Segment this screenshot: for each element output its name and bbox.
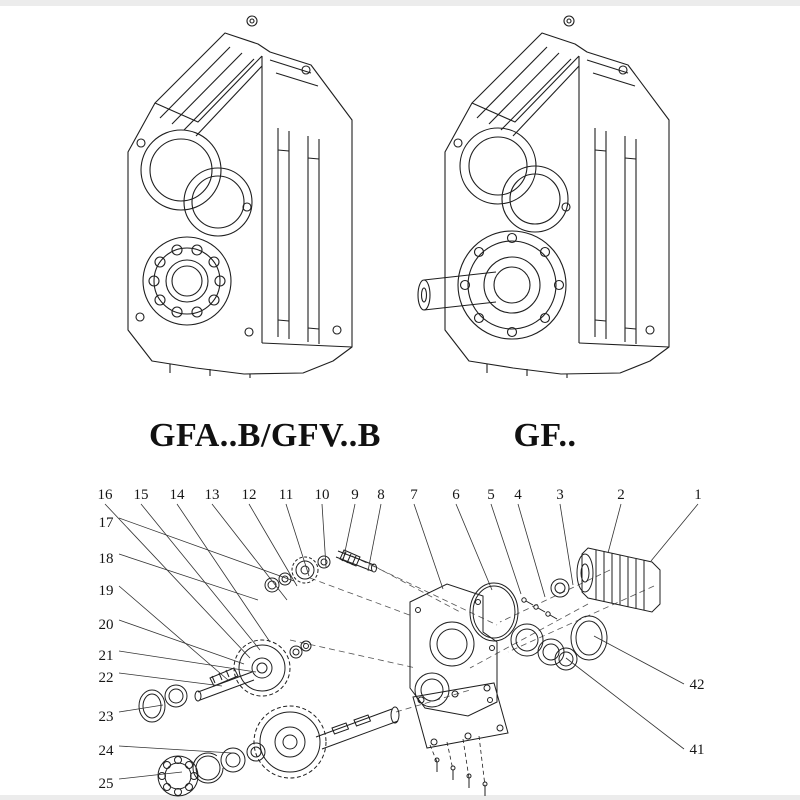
- callout-5: 5: [487, 487, 495, 503]
- callout-20: 20: [99, 617, 114, 633]
- callout-10: 10: [315, 487, 330, 503]
- callout-24: 24: [99, 743, 115, 759]
- shaft-seal-part: [570, 615, 608, 661]
- callout-8: 8: [377, 487, 385, 503]
- callout-18: 18: [99, 551, 114, 567]
- callout-42: 42: [690, 677, 705, 693]
- figure-caption-right: GF..: [513, 417, 577, 454]
- oring-part: [469, 582, 519, 642]
- output-shaft-part: [315, 706, 400, 750]
- callout-25: 25: [99, 776, 114, 792]
- callout-numbers: 16 15 14 13 12 11 10 9 8 7 6 5 4 3 2 1 1…: [98, 487, 705, 792]
- page-edge-top: [0, 0, 800, 6]
- callout-11: 11: [279, 487, 293, 503]
- callout-22: 22: [99, 670, 114, 686]
- gearbox-figure-left: [127, 15, 353, 378]
- callout-17: 17: [99, 515, 115, 531]
- callout-2: 2: [617, 487, 625, 503]
- pinion-shaft-part: [335, 549, 377, 573]
- fastener-bolts: [521, 597, 558, 620]
- ball-bearing-part: [157, 755, 199, 797]
- gearbox-figure-right: [417, 15, 670, 378]
- output-shaft: [417, 271, 497, 311]
- callout-1: 1: [694, 487, 702, 503]
- gasket-bolts: [434, 757, 488, 796]
- exploded-diagram: 16 15 14 13 12 11 10 9 8 7 6 5 4 3 2 1 1…: [98, 487, 705, 797]
- gasket-part: [412, 682, 509, 796]
- callout-15: 15: [134, 487, 149, 503]
- callout-9: 9: [351, 487, 359, 503]
- callout-6: 6: [452, 487, 460, 503]
- callout-7: 7: [410, 487, 418, 503]
- output-flange: [457, 230, 567, 340]
- output-gear-group: [157, 705, 400, 797]
- page-edge-bottom: [0, 795, 800, 800]
- callout-23: 23: [99, 709, 114, 725]
- body-outline: [127, 32, 353, 375]
- callout-21: 21: [99, 648, 114, 664]
- worm-shaft-part: [194, 667, 255, 702]
- callout-3: 3: [556, 487, 564, 503]
- input-side-group: [469, 547, 661, 671]
- hollow-shaft-bearing: [142, 236, 232, 326]
- coupling-part: [550, 578, 570, 598]
- intermediate-gear-group: [138, 639, 312, 723]
- callout-16: 16: [98, 487, 114, 503]
- callout-12: 12: [242, 487, 257, 503]
- callout-13: 13: [205, 487, 220, 503]
- callout-19: 19: [99, 583, 114, 599]
- bolt-guide-lines: [429, 735, 486, 787]
- leader-lines: [104, 503, 699, 780]
- callout-41: 41: [690, 742, 705, 758]
- callout-14: 14: [170, 487, 186, 503]
- circlip-part: [192, 752, 224, 784]
- oil-seal-part: [138, 689, 166, 723]
- figure-caption-left: GFA..B/GFV..B: [149, 417, 381, 454]
- housing-part: [409, 583, 498, 717]
- input-gear-cluster: [264, 549, 377, 593]
- callout-4: 4: [514, 487, 522, 503]
- motor-adapter-part: [576, 547, 661, 613]
